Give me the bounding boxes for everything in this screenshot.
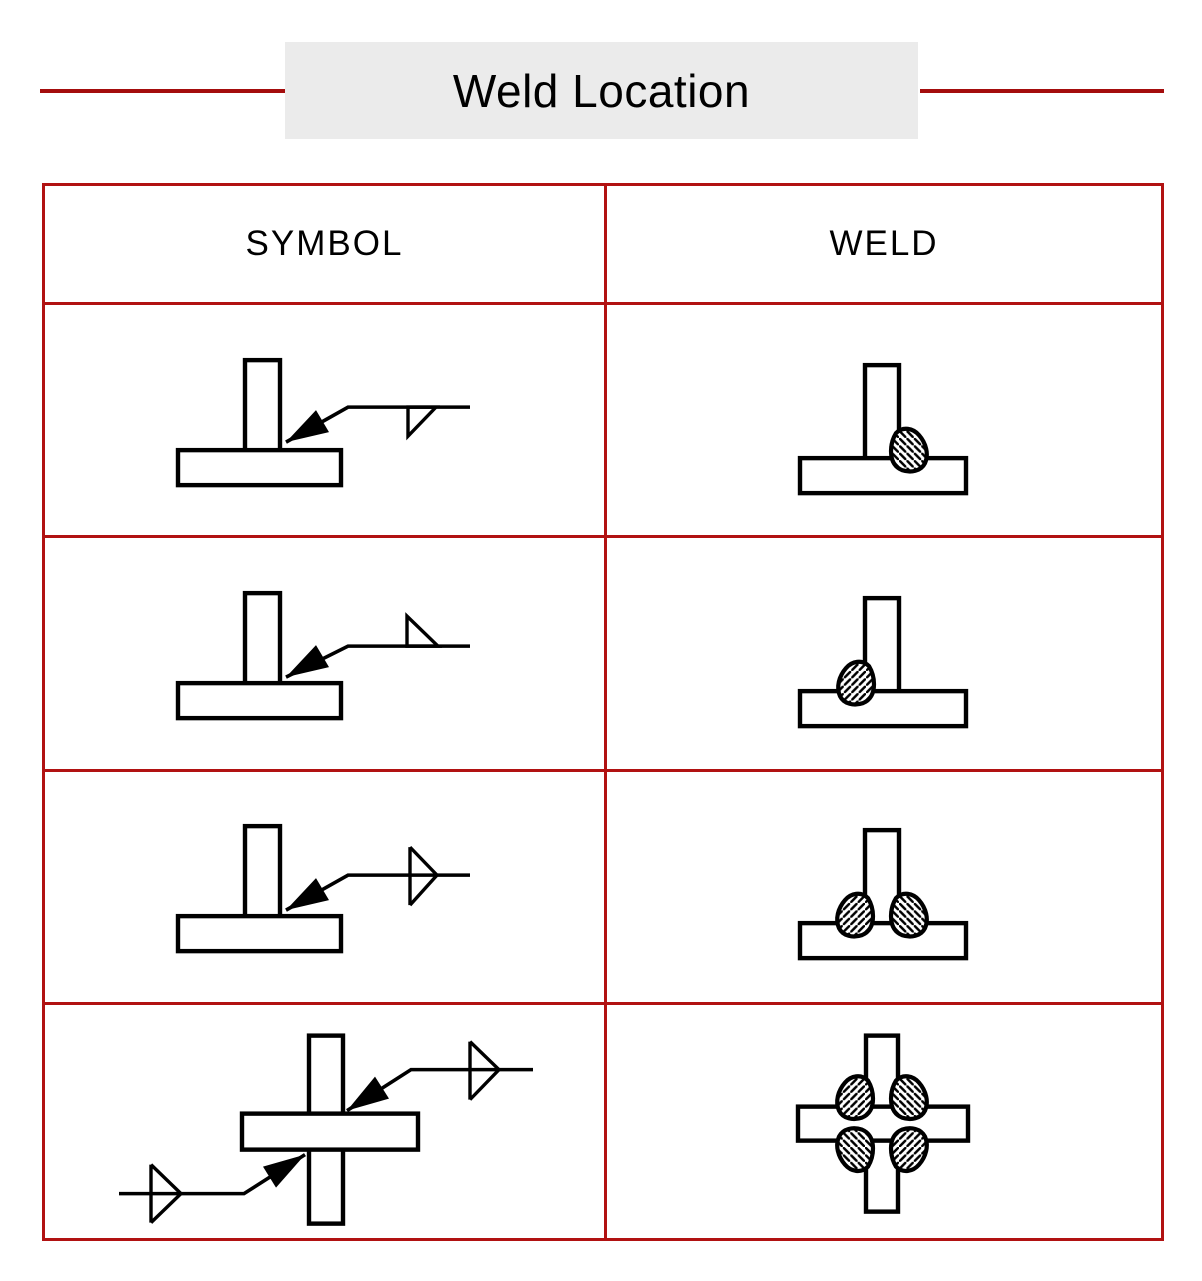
weld-bead-top-left xyxy=(835,1073,876,1121)
column-header-symbol: SYMBOL xyxy=(45,186,607,305)
lower-arrowhead xyxy=(263,1154,305,1188)
base-plate xyxy=(797,920,969,960)
base-plate xyxy=(175,681,344,721)
tee-joint-weld-right-drawing xyxy=(797,362,969,496)
vertical-member xyxy=(242,357,283,455)
weld-bead-bottom-right xyxy=(888,1125,929,1173)
row2-symbol-cell xyxy=(45,538,607,772)
tee-joint-weld-left-drawing xyxy=(797,596,969,729)
base-plate xyxy=(175,913,344,953)
title-rule-right xyxy=(920,89,1164,93)
title-banner: Weld Location xyxy=(285,42,918,139)
weld-bead-left xyxy=(835,891,876,939)
row2-weld-cell xyxy=(607,538,1161,772)
weld-header-label: WELD xyxy=(829,224,939,263)
lower-fillet-symbol-both-sides xyxy=(149,1163,184,1224)
vertical-member xyxy=(242,823,283,920)
horizontal-member xyxy=(795,1104,971,1143)
horizontal-member xyxy=(239,1111,421,1152)
fillet-symbol-above-line xyxy=(405,612,443,649)
weld-location-table: SYMBOL WELD xyxy=(42,183,1164,1241)
tee-joint-arrow-side-symbol-drawing xyxy=(175,357,470,488)
arrowhead xyxy=(286,410,329,443)
tee-joint-both-sides-symbol-drawing xyxy=(175,823,470,953)
row4-weld-cell xyxy=(607,1004,1161,1238)
row1-weld-cell xyxy=(607,305,1161,539)
upper-fillet-symbol-both-sides xyxy=(468,1040,502,1101)
vertical-member xyxy=(242,591,283,688)
base-plate xyxy=(797,455,969,496)
cross-joint-weld-four-corners-drawing xyxy=(795,1033,971,1214)
weld-bead-right xyxy=(888,426,929,474)
page-title: Weld Location xyxy=(452,64,751,117)
row3-symbol-cell xyxy=(45,771,607,1005)
row1-symbol-cell xyxy=(45,305,607,539)
column-header-weld: WELD xyxy=(607,186,1161,305)
row3-weld-cell xyxy=(607,771,1161,1005)
upper-arrowhead xyxy=(347,1076,389,1111)
fillet-symbol-both-sides xyxy=(408,845,440,906)
weld-bead-right xyxy=(888,891,929,939)
vertical-member xyxy=(862,596,902,696)
tee-joint-other-side-symbol-drawing xyxy=(175,591,470,721)
weld-bead-bottom-left xyxy=(835,1125,876,1173)
base-plate xyxy=(175,447,344,488)
base-plate xyxy=(797,689,969,729)
weld-bead-top-right xyxy=(888,1073,929,1121)
arrowhead xyxy=(286,877,329,910)
row4-symbol-cell xyxy=(45,1004,607,1238)
symbol-header-label: SYMBOL xyxy=(245,224,404,263)
weld-bead-left xyxy=(836,659,877,707)
arrowhead xyxy=(286,645,329,678)
tee-joint-weld-both-sides-drawing xyxy=(797,827,969,960)
title-rule-left xyxy=(40,89,285,93)
cross-joint-symbol-drawing xyxy=(119,1033,533,1226)
fillet-symbol-below-line xyxy=(406,405,441,441)
